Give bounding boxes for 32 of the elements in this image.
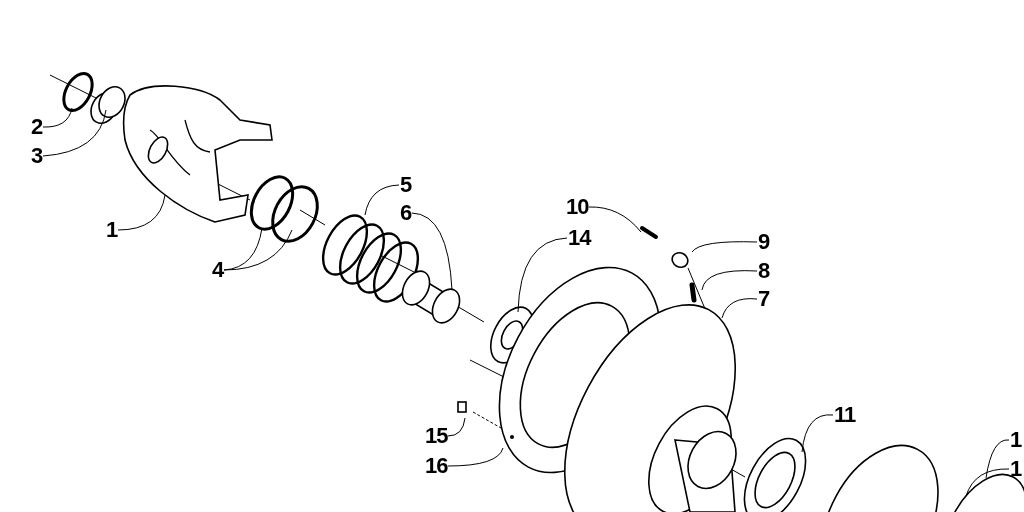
leader-line	[801, 414, 834, 453]
leader-line	[588, 206, 642, 233]
callout-number: 16	[425, 453, 448, 479]
callout-number: 1	[1010, 427, 1022, 453]
callout-number: 2	[31, 114, 43, 140]
leader-line	[965, 468, 1010, 497]
leader-line	[701, 270, 758, 291]
leader-line	[517, 237, 568, 313]
leader-line	[411, 212, 453, 291]
callout-number: 11	[834, 402, 856, 428]
leader-line	[447, 417, 466, 437]
callout-number: 1	[1010, 456, 1022, 482]
callout-number: 14	[568, 225, 591, 251]
leader-line	[223, 229, 293, 271]
callout-number: 15	[425, 423, 448, 449]
callout-number: 10	[566, 194, 589, 220]
leader-line	[721, 298, 758, 319]
leader-line	[42, 107, 73, 128]
leader-line	[985, 439, 1010, 479]
leader-line	[691, 241, 758, 253]
callout-number: 3	[31, 143, 43, 169]
leader-line	[117, 194, 166, 231]
leader-line	[42, 109, 107, 157]
callout-number: 6	[400, 200, 412, 226]
callout-number: 5	[400, 172, 412, 198]
callout-number: 8	[758, 258, 770, 284]
leader-line	[447, 447, 504, 467]
callout-number: 1	[106, 217, 118, 243]
leader-line	[364, 184, 400, 216]
callout-number: 4	[212, 257, 224, 283]
callout-number: 7	[758, 286, 770, 312]
callout-number: 9	[758, 229, 770, 255]
